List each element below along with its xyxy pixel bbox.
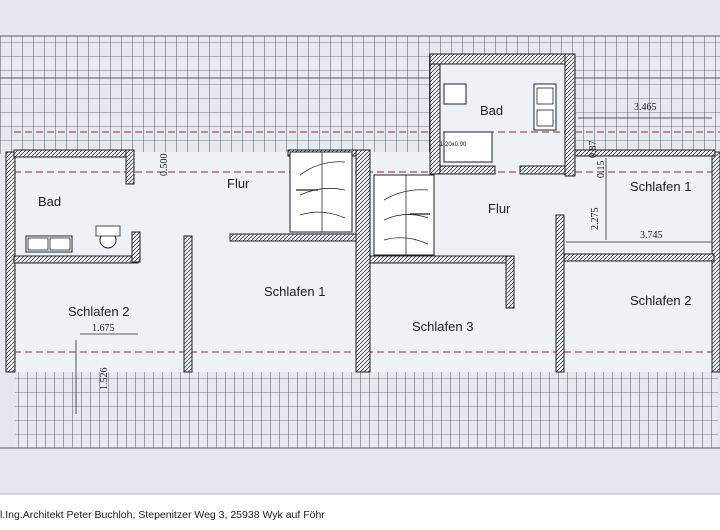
room-label-schlafen2-right: Schlafen 2	[630, 293, 691, 308]
window-size-label: 1.20x0.90	[440, 142, 467, 148]
dim-087: 0.87	[588, 141, 599, 159]
bath-fixtures-right	[443, 83, 557, 163]
bath-fixtures-left	[25, 225, 121, 253]
footer-band	[0, 494, 720, 530]
dim-1675: 1.675	[92, 323, 115, 334]
room-label-bad-right: Bad	[480, 103, 503, 118]
roof-top-area	[0, 35, 720, 154]
architect-footer: l.Ing.Architekt Peter Buchloh, Stepenitz…	[0, 509, 325, 521]
room-label-schlafen2-left: Schlafen 2	[68, 304, 129, 319]
dim-3465: 3.465	[634, 102, 657, 113]
room-label-flur-left: Flur	[227, 176, 250, 191]
dim-3745: 3.745	[640, 230, 663, 241]
staircase-right	[373, 174, 435, 256]
room-label-bad-left: Bad	[38, 194, 61, 209]
dim-2275: 2.275	[590, 208, 601, 231]
room-label-schlafen1-left: Schlafen 1	[264, 284, 325, 299]
room-label-schlafen1-right: Schlafen 1	[630, 179, 691, 194]
dim-1526: 1.526	[99, 368, 110, 391]
room-label-schlafen3: Schlafen 3	[412, 319, 473, 334]
dimension-lines	[75, 117, 712, 414]
walls	[5, 53, 720, 373]
room-label-flur-right: Flur	[488, 201, 511, 216]
roof-bottom-area	[0, 372, 720, 449]
dim-015: 0.15	[596, 161, 607, 179]
staircase-left	[289, 151, 353, 233]
dim-0500: 0.500	[159, 154, 170, 177]
